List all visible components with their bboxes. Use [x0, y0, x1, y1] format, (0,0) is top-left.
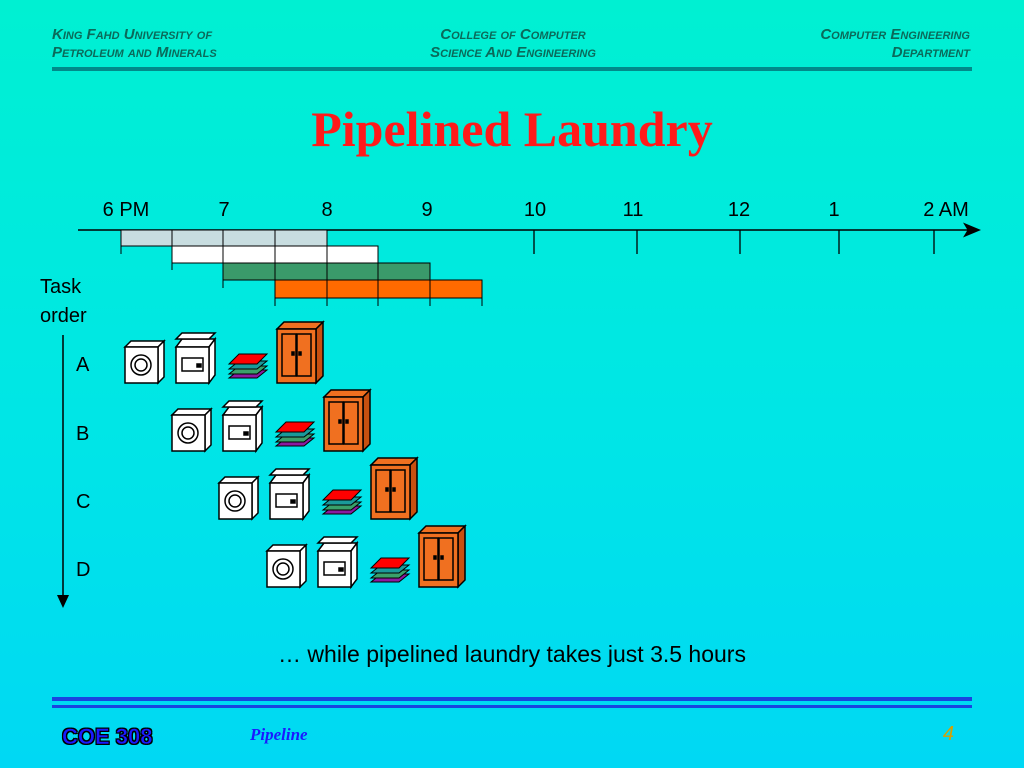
task-row-d	[265, 524, 467, 590]
time-label-12: 12	[728, 199, 750, 221]
bar-task-d	[274, 279, 483, 299]
header-department-line2: Department	[891, 44, 970, 61]
time-label-11: 11	[623, 199, 644, 221]
header-university-line2: Petroleum and Minerals	[52, 44, 217, 61]
task-order-label-line1: Task	[40, 276, 82, 298]
time-labels: 6 PM 7 8 9 10 11 12 1 2 AM	[103, 199, 969, 221]
task-label-d: D	[76, 559, 90, 581]
wardrobe-icon	[322, 388, 372, 453]
header-college: College of Computer Science And Engineer…	[393, 26, 633, 62]
header-department: Computer Engineering Department	[820, 26, 970, 62]
time-label-7: 7	[218, 199, 229, 221]
wardrobe-icon	[275, 320, 325, 385]
task-row-c	[217, 456, 419, 522]
header-university-line1: King Fahd University of	[52, 26, 213, 43]
header-college-line1: College of Computer	[440, 26, 586, 43]
slide-title: Pipelined Laundry	[311, 101, 713, 157]
dryer-icon	[316, 536, 359, 590]
task-row-b	[170, 388, 372, 454]
folded-clothes-icon	[274, 421, 316, 447]
task-label-c: C	[76, 491, 90, 513]
time-label-1: 1	[828, 199, 839, 221]
footer-divider-1	[52, 697, 972, 701]
header-divider	[52, 67, 972, 71]
time-label-9: 9	[421, 199, 432, 221]
task-row-a	[123, 320, 325, 386]
dryer-icon	[268, 468, 311, 522]
wardrobe-icon	[417, 524, 467, 589]
washer-icon	[217, 475, 260, 521]
time-label-10: 10	[524, 199, 546, 221]
washer-icon	[170, 407, 213, 453]
task-label-a: A	[76, 354, 90, 376]
stage-ticks	[120, 246, 483, 306]
washer-icon	[123, 339, 166, 385]
time-label-6pm: 6 PM	[103, 199, 150, 221]
folded-clothes-icon	[321, 489, 363, 515]
time-label-8: 8	[321, 199, 332, 221]
washer-icon	[265, 543, 308, 589]
footer-topic: Pipeline	[250, 725, 308, 744]
slide-caption: … while pipelined laundry takes just 3.5…	[278, 641, 746, 667]
pipeline-bars	[120, 229, 483, 299]
task-order-label-line2: order	[40, 305, 87, 327]
task-label-b: B	[76, 423, 89, 445]
dryer-icon	[221, 400, 264, 454]
folded-clothes-icon	[227, 353, 269, 379]
footer-divider-2	[52, 705, 972, 708]
folded-clothes-icon	[369, 557, 411, 583]
bar-task-b	[171, 245, 379, 264]
footer-course: COE 308	[62, 724, 153, 750]
page-number: 4	[942, 723, 954, 745]
header-department-line1: Computer Engineering	[820, 26, 970, 43]
task-order-arrowhead	[57, 595, 69, 608]
dryer-icon	[174, 332, 217, 386]
header-college-line2: Science And Engineering	[430, 44, 596, 61]
time-label-2am: 2 AM	[923, 199, 969, 221]
time-ticks	[533, 230, 935, 254]
bar-task-c	[222, 262, 431, 281]
bar-task-a	[120, 229, 328, 247]
header-university: King Fahd University of Petroleum and Mi…	[52, 26, 217, 62]
wardrobe-icon	[369, 456, 419, 521]
